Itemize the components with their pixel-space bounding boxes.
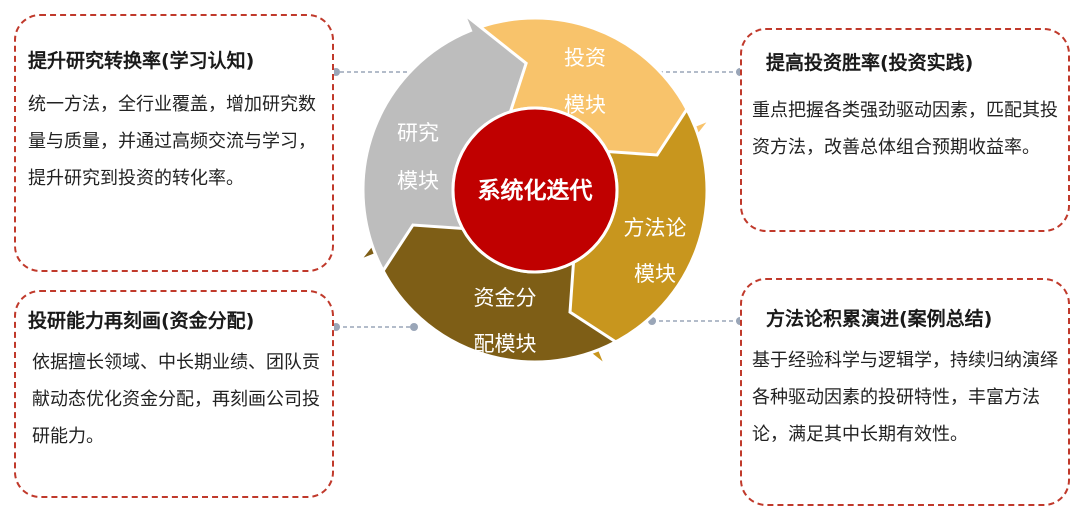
methodology-box: 方法论积累演进(案例总结) 基于经验科学与逻辑学，持续归纳演绎各种驱动因素的投研… [740,278,1070,506]
segment-investment-label-1: 投资 [564,46,606,70]
capital-box-title: 投研能力再刻画(资金分配) [28,310,255,332]
research-box: 提升研究转换率(学习认知) 统一方法，全行业覆盖，增加研究数量与质量，并通过高频… [14,14,334,272]
capital-box: 投研能力再刻画(资金分配) 依据擅长领域、中长期业绩、团队贡献动态优化资金分配，… [14,290,334,498]
center-circle [451,106,619,274]
investment-box-body: 重点把握各类强劲驱动因素，匹配其投资方法，改善总体组合预期收益率。 [752,100,1058,158]
segment-investment-label-2: 模块 [564,93,606,117]
capital-box-body: 依据擅长领域、中长期业绩、团队贡献动态优化资金分配，再刻画公司投研能力。 [32,352,320,447]
methodology-box-title: 方法论积累演进(案例总结) [766,308,993,330]
investment-box: 提高投资胜率(投资实践) 重点把握各类强劲驱动因素，匹配其投资方法，改善总体组合… [740,28,1070,232]
research-box-title: 提升研究转换率(学习认知) [28,50,255,72]
segment-capital-label-1: 资金分 [474,286,537,310]
segment-methodology-label-2: 模块 [634,262,676,286]
segment-methodology-label-1: 方法论 [624,216,687,240]
connector-dot-capital-2 [410,323,418,331]
connector-dot-capital [332,323,340,331]
center-label: 系统化迭代 [478,177,593,204]
connector-dot-research [332,68,340,76]
methodology-box-body: 基于经验科学与逻辑学，持续归纳演绎各种驱动因素的投研特性，丰富方法论，满足其中长… [752,350,1058,445]
research-box-body: 统一方法，全行业覆盖，增加研究数量与质量，并通过高频交流与学习，提升研究到投资的… [28,94,316,189]
cycle-segments [354,9,716,371]
segment-capital-label-2: 配模块 [474,332,537,356]
segment-research-label-1: 研究 [397,121,439,145]
segment-research-label-2: 模块 [397,169,439,193]
investment-box-title: 提高投资胜率(投资实践) [766,52,974,74]
